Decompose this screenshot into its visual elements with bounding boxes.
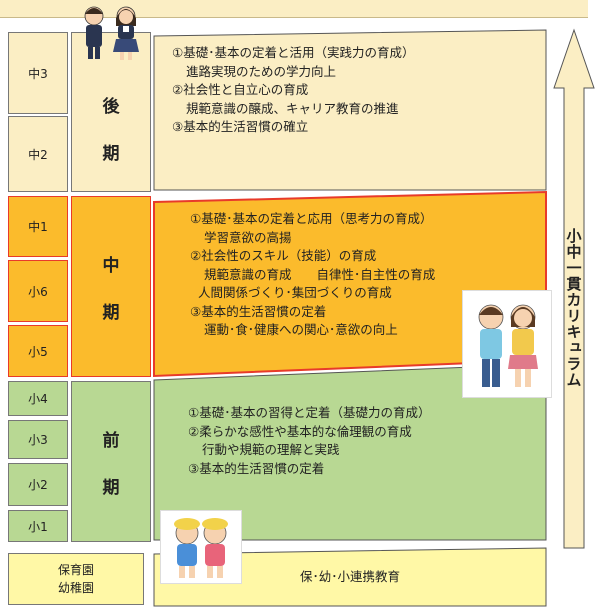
panel-early-line: 行動や規範の理解と実践 <box>202 442 340 457</box>
grade-preschool: 保育園 幼稚園 <box>8 553 144 605</box>
kindergarten-children-illustration <box>160 510 242 584</box>
panel-early: ①基礎･基本の習得と定着（基礎力の育成） ②柔らかな感性や基本的な倫理観の育成 … <box>152 360 548 542</box>
panel-early-line: ②柔らかな感性や基本的な倫理観の育成 <box>188 423 412 439</box>
panel-early-line: ③基本的生活習慣の定着 <box>188 460 325 476</box>
panel-middle-line: 規範意識の育成 自律性･自主性の育成 <box>204 266 436 282</box>
grade-chu1: 中1 <box>8 196 68 257</box>
grade-sho1: 小1 <box>8 510 68 542</box>
grade-chu3: 中3 <box>8 32 68 114</box>
grade-sho4: 小4 <box>8 381 68 416</box>
grade-sho3: 小3 <box>8 420 68 459</box>
panel-middle: ①基礎･基本の定着と応用（思考力の育成） 学習意欲の高揚 ②社会性のスキル（技能… <box>152 190 548 378</box>
panel-late-line: ①基礎･基本の定着と活用（実践力の育成） <box>172 45 415 60</box>
panel-late-line: 進路実現のための学力向上 <box>186 63 337 79</box>
phase-middle: 中 期 <box>71 196 151 377</box>
phase-late-char-1: 後 <box>102 97 120 117</box>
panel-late-shape <box>153 29 547 191</box>
panel-preschool-shape <box>153 547 547 607</box>
preschool-label-yochien: 幼稚園 <box>57 581 94 595</box>
curriculum-arrow: 小中一貫カリキュラム <box>552 28 596 550</box>
phase-early-char-2: 期 <box>102 477 120 498</box>
phase-middle-char-2: 期 <box>102 302 120 323</box>
arrow-shape <box>553 28 595 549</box>
header-band <box>0 0 588 18</box>
phase-early-char-1: 前 <box>102 430 120 451</box>
panel-preschool: 保･幼･小連携教育 <box>152 546 548 608</box>
panel-middle-line: 人間関係づくり･集団づくりの育成 <box>198 285 392 300</box>
panel-late-line: ②社会性と自立心の育成 <box>172 82 309 97</box>
arrow-label: 小中一貫カリキュラム <box>564 228 583 388</box>
panel-middle-line: ①基礎･基本の定着と応用（思考力の育成） <box>190 211 433 226</box>
panel-late-text: ①基礎･基本の定着と活用（実践力の育成） 進路実現のための学力向上 ②社会性と自… <box>172 44 414 137</box>
panel-late-line: ③基本的生活習慣の確立 <box>172 119 309 134</box>
phase-late-char-2: 期 <box>102 144 120 164</box>
phase-early: 前 期 <box>71 381 151 542</box>
junior-high-students-illustration <box>76 2 146 62</box>
panel-early-line: ①基礎･基本の習得と定着（基礎力の育成） <box>188 405 431 420</box>
panel-late: ①基礎･基本の定着と活用（実践力の育成） 進路実現のための学力向上 ②社会性と自… <box>152 26 548 192</box>
grade-chu2: 中2 <box>8 116 68 192</box>
grade-sho2: 小2 <box>8 463 68 506</box>
elementary-students-illustration <box>462 290 552 398</box>
panel-middle-text: ①基礎･基本の定着と応用（思考力の育成） 学習意欲の高揚 ②社会性のスキル（技能… <box>190 210 435 340</box>
panel-early-shape <box>153 363 547 541</box>
panel-late-line: 規範意識の醸成、キャリア教育の推進 <box>186 100 399 116</box>
panel-middle-line: 学習意欲の高揚 <box>204 229 292 245</box>
phase-late: 後 期 <box>71 32 151 192</box>
preschool-label-hoikuen: 保育園 <box>57 563 94 577</box>
grade-sho6: 小6 <box>8 260 68 322</box>
panel-early-text: ①基礎･基本の習得と定着（基礎力の育成） ②柔らかな感性や基本的な倫理観の育成 … <box>188 404 430 478</box>
panel-middle-line: 運動･食･健康への関心･意欲の向上 <box>204 322 398 337</box>
panel-middle-line: ②社会性のスキル（技能）の育成 <box>190 248 377 263</box>
grade-sho5: 小5 <box>8 325 68 377</box>
panel-preschool-text: 保･幼･小連携教育 <box>299 569 400 584</box>
panel-middle-line: ③基本的生活習慣の定着 <box>190 303 327 319</box>
phase-middle-char-1: 中 <box>102 255 120 276</box>
